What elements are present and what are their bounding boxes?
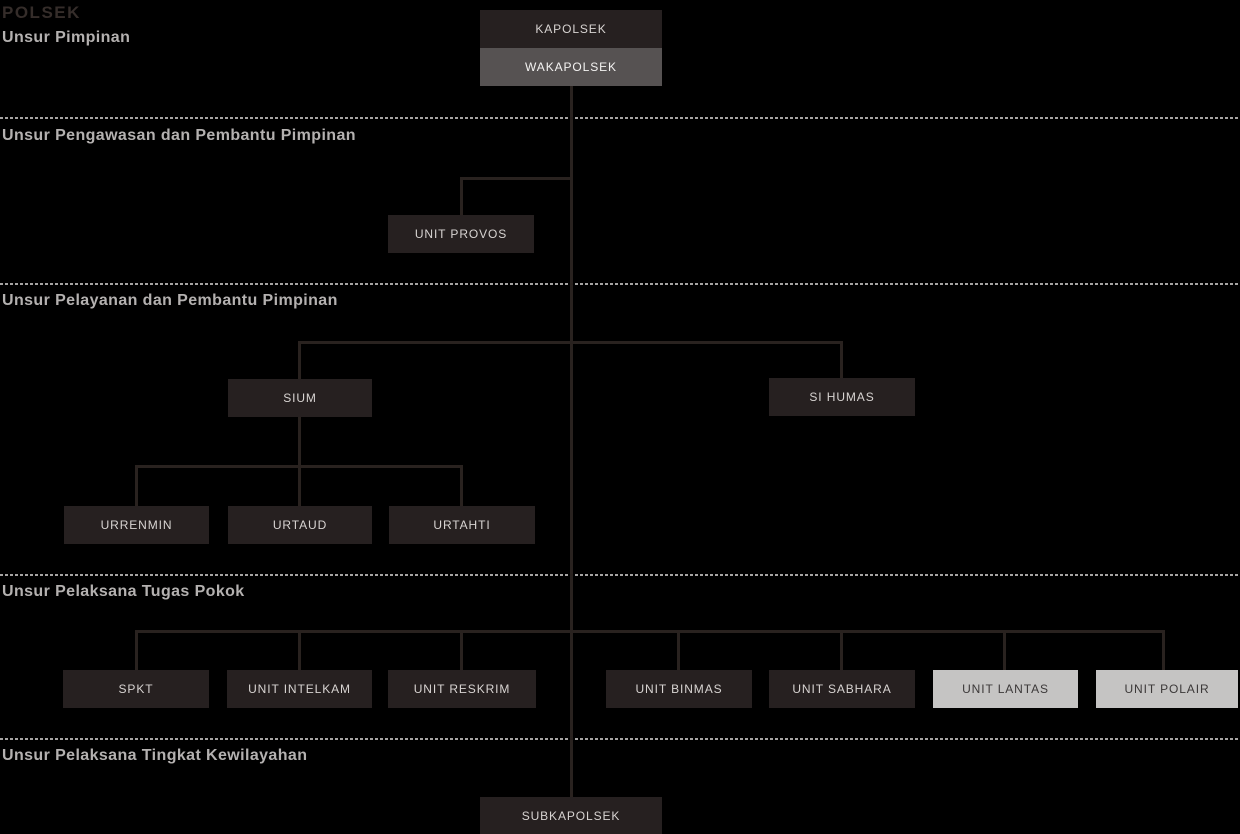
section-divider-4 (0, 738, 1240, 740)
section-divider-2 (0, 283, 1240, 285)
section-label-unsur-pelaksana-kewilayahan: Unsur Pelaksana Tingkat Kewilayahan (2, 747, 308, 764)
connector-provos-h (460, 177, 572, 180)
connector-sabhara-v (840, 630, 843, 670)
connector-spkt-v (135, 630, 138, 670)
node-wakapolsek: WAKAPOLSEK (480, 48, 662, 86)
node-unit-binmas: UNIT BINMAS (606, 670, 752, 708)
node-unit-lantas: UNIT LANTAS (933, 670, 1078, 708)
node-urtaud: URTAUD (228, 506, 372, 544)
connector-provos-v (460, 177, 463, 215)
connector-urtaud-v (298, 465, 301, 506)
connector-main-trunk (570, 85, 573, 797)
connector-row3-h (298, 341, 843, 344)
node-si-humas: SI HUMAS (769, 378, 915, 416)
node-unit-provos: UNIT PROVOS (388, 215, 534, 253)
page-title: POLSEK (2, 3, 81, 22)
node-unit-intelkam: UNIT INTELKAM (227, 670, 372, 708)
node-kapolsek: KAPOLSEK (480, 10, 662, 48)
connector-intelkam-v (298, 630, 301, 670)
node-sium: SIUM (228, 379, 372, 417)
connector-reskrim-v (460, 630, 463, 670)
section-label-unsur-pengawasan: Unsur Pengawasan dan Pembantu Pimpinan (2, 127, 356, 144)
section-label-unsur-pelaksana-tugas: Unsur Pelaksana Tugas Pokok (2, 583, 245, 600)
connector-sihumas-v (840, 341, 843, 378)
section-label-unsur-pelayanan: Unsur Pelayanan dan Pembantu Pimpinan (2, 292, 338, 309)
connector-sium-down (298, 417, 301, 467)
node-unit-sabhara: UNIT SABHARA (769, 670, 915, 708)
connector-binmas-v (677, 630, 680, 670)
node-unit-polair: UNIT POLAIR (1096, 670, 1238, 708)
connector-lantas-v (1003, 630, 1006, 670)
connector-urrenmin-v (135, 465, 138, 506)
section-label-unsur-pimpinan: Unsur Pimpinan (2, 29, 131, 46)
node-urtahti: URTAHTI (389, 506, 535, 544)
section-divider-3 (0, 574, 1240, 576)
connector-urtahti-v (460, 465, 463, 506)
node-unit-reskrim: UNIT RESKRIM (388, 670, 536, 708)
connector-sium-v (298, 341, 301, 379)
node-urrenmin: URRENMIN (64, 506, 209, 544)
section-divider-1 (0, 117, 1240, 119)
connector-row4-h (135, 630, 1165, 633)
node-subkapolsek: SUBKAPOLSEK (480, 797, 662, 834)
connector-polair-v (1162, 630, 1165, 670)
node-spkt: SPKT (63, 670, 209, 708)
